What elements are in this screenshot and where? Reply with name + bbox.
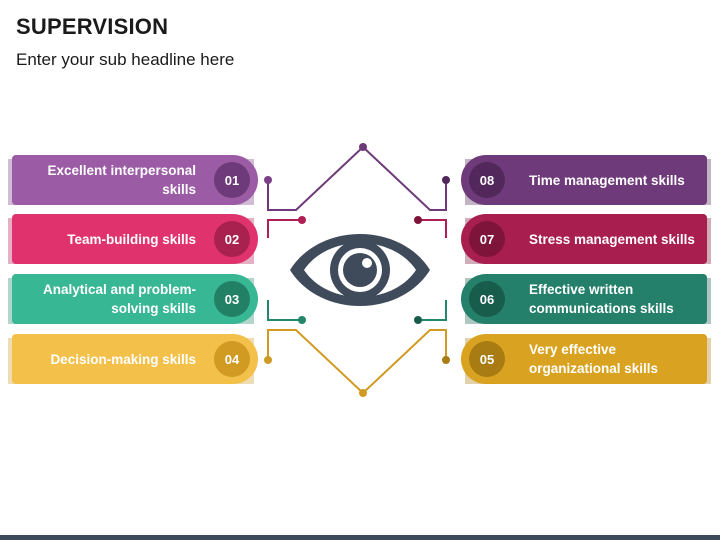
skill-label: Excellent interpersonal skills bbox=[47, 163, 196, 197]
skill-card-08: Time management skills 08 bbox=[461, 155, 711, 205]
connector-node bbox=[414, 216, 422, 224]
skill-label: Stress management skills bbox=[529, 231, 695, 247]
skill-number-badge: 05 bbox=[469, 341, 505, 377]
connector-node bbox=[298, 316, 306, 324]
skill-number-badge: 04 bbox=[214, 341, 250, 377]
skill-card-02: Team-building skills 02 bbox=[8, 214, 258, 264]
connector-node bbox=[298, 216, 306, 224]
skill-label: Analytical and problem-solving skills bbox=[42, 282, 196, 316]
skill-label: Time management skills bbox=[529, 172, 685, 188]
skill-card-01: Excellent interpersonal skills 01 bbox=[8, 155, 258, 205]
connector-bottom bbox=[267, 329, 447, 395]
skill-label: Effective written communications skills bbox=[529, 282, 674, 316]
skill-card-05: Very effective organizational skills 05 bbox=[461, 334, 711, 384]
footer-bar bbox=[0, 535, 720, 540]
connector-node-top bbox=[359, 143, 367, 151]
skill-card-04: Decision-making skills 04 bbox=[8, 334, 258, 384]
page-title: SUPERVISION bbox=[16, 14, 169, 39]
skill-number-badge: 03 bbox=[214, 281, 250, 317]
skill-number-badge: 02 bbox=[214, 221, 250, 257]
skill-label: Very effective organizational skills bbox=[529, 342, 659, 376]
skill-card-06: Effective written communications skills … bbox=[461, 274, 711, 324]
connector-node bbox=[264, 356, 272, 364]
eye-icon bbox=[290, 234, 430, 306]
skill-number-badge: 08 bbox=[469, 162, 505, 198]
connector-node bbox=[442, 176, 450, 184]
skill-card-07: Stress management skills 07 bbox=[461, 214, 711, 264]
connector-node-bottom bbox=[359, 389, 367, 397]
connector-node bbox=[442, 356, 450, 364]
connector-node bbox=[264, 176, 272, 184]
skill-label: Decision-making skills bbox=[50, 351, 196, 367]
skill-number-badge: 06 bbox=[469, 281, 505, 317]
skill-card-03: Analytical and problem-solving skills 03 bbox=[8, 274, 258, 324]
connector-node bbox=[414, 316, 422, 324]
page-subtitle: Enter your sub headline here bbox=[16, 50, 235, 69]
connector-top bbox=[267, 145, 447, 211]
skill-number-badge: 07 bbox=[469, 221, 505, 257]
skill-number-badge: 01 bbox=[214, 162, 250, 198]
skill-label: Team-building skills bbox=[67, 231, 196, 247]
